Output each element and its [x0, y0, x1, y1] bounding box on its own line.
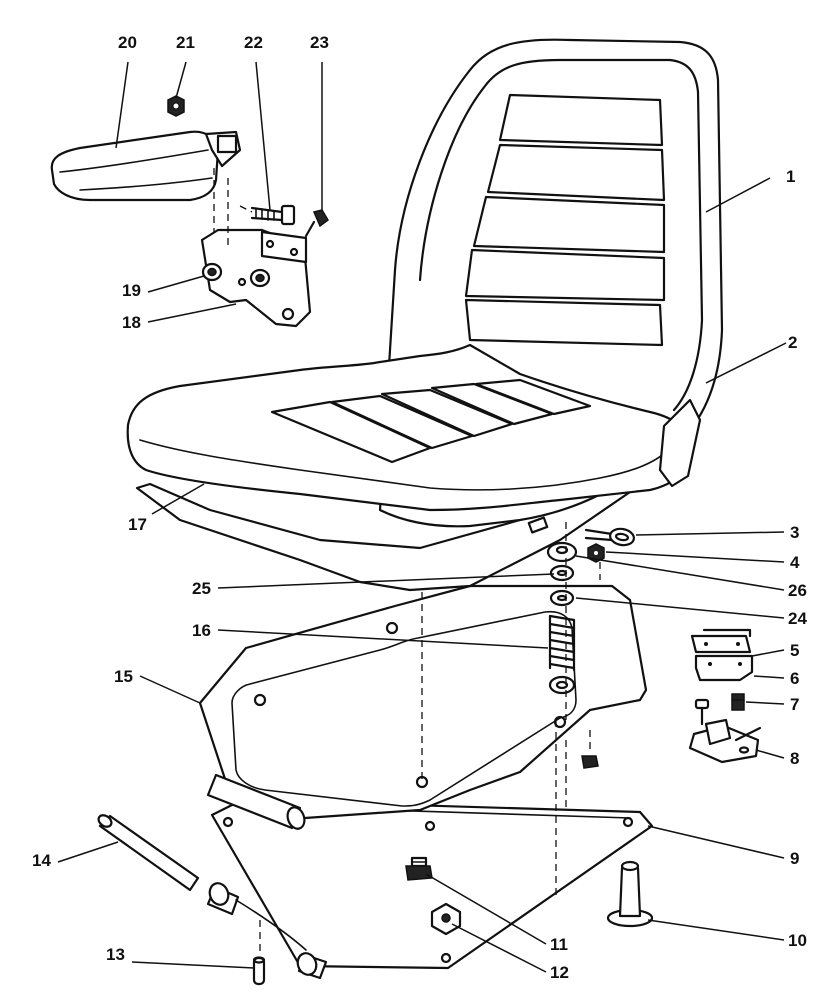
leader-lines: [57, 61, 787, 973]
armrest-bolt: [250, 204, 296, 226]
seat-plate: [198, 584, 648, 832]
callout-11: 11: [550, 935, 568, 954]
armrest-screw: [304, 209, 329, 238]
front-tube-sleeve: [296, 952, 328, 980]
callout-10: 10: [788, 931, 807, 950]
callout-14: 14: [32, 851, 51, 870]
strike-screw: [731, 693, 745, 711]
rear-tube-sleeve: [206, 882, 240, 916]
callout-7: 7: [790, 695, 799, 714]
backrest-support: [658, 398, 702, 488]
top-washer: [546, 541, 578, 563]
callout-2: 2: [788, 333, 797, 352]
callout-9: 9: [790, 849, 799, 868]
bottom-support-frame: [210, 798, 654, 970]
callout-25: 25: [192, 579, 211, 598]
pivot-tube: [206, 773, 306, 830]
latch-pin: [584, 527, 635, 547]
callout-15: 15: [114, 667, 133, 686]
retaining-clip: [549, 564, 575, 582]
bracket-bushings: [201, 262, 271, 288]
roll-pin: [252, 956, 266, 986]
frame-nut: [430, 902, 462, 936]
callout-20: 20: [118, 33, 137, 52]
latch-bolt: [694, 698, 710, 726]
callout-22: 22: [244, 33, 263, 52]
callout-21: 21: [176, 33, 195, 52]
seat-shell: [126, 38, 724, 592]
compression-spring: [548, 614, 576, 672]
strike-plate-upper: [690, 628, 752, 654]
callout-labels: 1 2 3 4 5 6 7 8 9 10 11 12 13 14 15 16 1…: [32, 33, 807, 982]
callout-18: 18: [122, 313, 141, 332]
callout-23: 23: [310, 33, 329, 52]
callout-1: 1: [786, 167, 795, 186]
callout-8: 8: [790, 749, 799, 768]
callout-5: 5: [790, 641, 799, 660]
callout-13: 13: [106, 945, 125, 964]
callout-4: 4: [790, 553, 800, 572]
callout-16: 16: [192, 621, 211, 640]
armrest: [50, 130, 242, 202]
callout-17: 17: [128, 515, 147, 534]
plate-nut: [581, 755, 599, 769]
spring-seat-washer: [548, 675, 576, 695]
callout-3: 3: [790, 523, 799, 542]
callout-26: 26: [788, 581, 807, 600]
callout-24: 24: [788, 609, 807, 628]
spring-washer: [549, 589, 575, 607]
callout-12: 12: [550, 963, 569, 982]
frame-bolt: [405, 856, 433, 881]
seat-latch: [688, 718, 762, 764]
callout-6: 6: [790, 669, 799, 688]
pivot-rod: [97, 814, 200, 892]
pivot-pin: [606, 860, 654, 928]
cable: [235, 899, 307, 951]
armrest-nut: [167, 95, 185, 117]
strike-plate-lower: [694, 654, 754, 682]
callout-19: 19: [122, 281, 141, 300]
